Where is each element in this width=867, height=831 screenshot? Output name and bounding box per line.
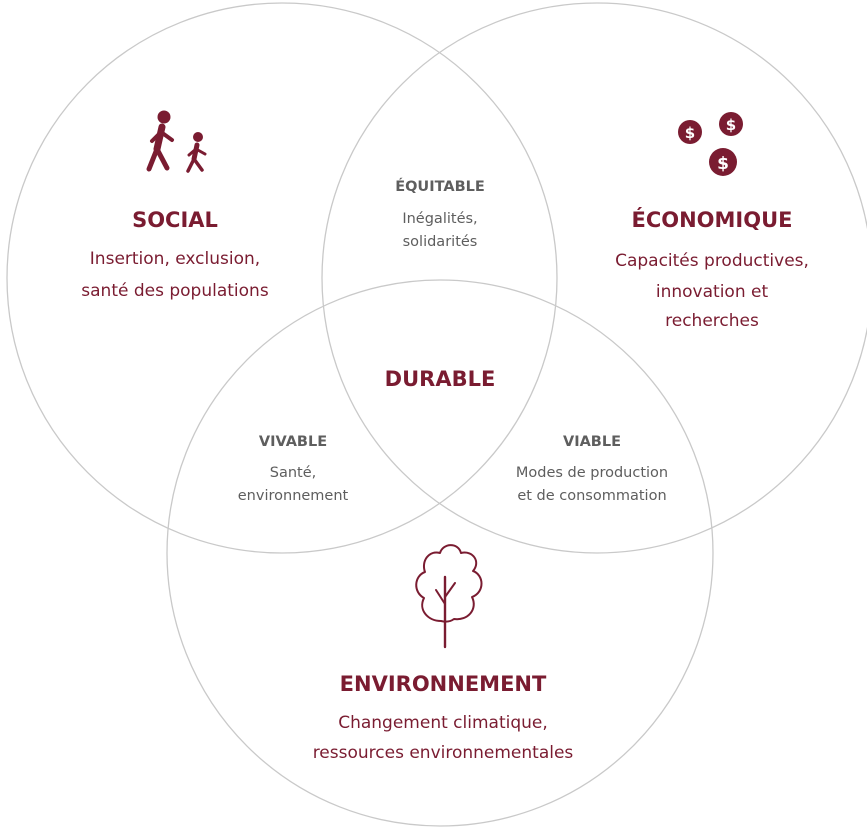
coin-symbol: $ [717,154,729,174]
tree-icon [415,544,483,649]
social-title: SOCIAL [132,208,218,232]
social-desc-line2: santé des populations [81,281,269,301]
vivable-title: VIVABLE [259,434,327,450]
economique-desc-line2: innovation et [656,282,769,302]
environnement-desc-line1: Changement climatique, [338,713,548,733]
equitable-title: ÉQUITABLE [395,178,485,195]
social-circle [6,2,558,554]
coins-dollar-icon: $ $ $ [678,112,743,176]
economique-circle [321,2,867,554]
environnement-circle [166,279,714,827]
viable-desc-line1: Modes de production [516,465,668,481]
equitable-desc-line2: solidarités [403,234,478,250]
walking-people-icon [146,110,207,173]
economique-desc-line3: recherches [665,311,759,331]
equitable-desc-line1: Inégalités, [402,211,477,227]
environnement-desc-line2: ressources environnementales [313,743,574,763]
coin-symbol: $ [685,124,695,142]
vivable-desc-line1: Santé, [270,465,317,481]
viable-title: VIABLE [563,434,621,450]
vivable-desc-line2: environnement [238,488,349,504]
social-desc-line1: Insertion, exclusion, [90,249,260,269]
economique-desc-line1: Capacités productives, [615,251,809,271]
durable-title: DURABLE [385,367,496,391]
economique-title: ÉCONOMIQUE [632,207,793,232]
coin-symbol: $ [726,116,736,134]
viable-desc-line2: et de consommation [517,488,666,504]
environnement-title: ENVIRONNEMENT [340,672,547,696]
